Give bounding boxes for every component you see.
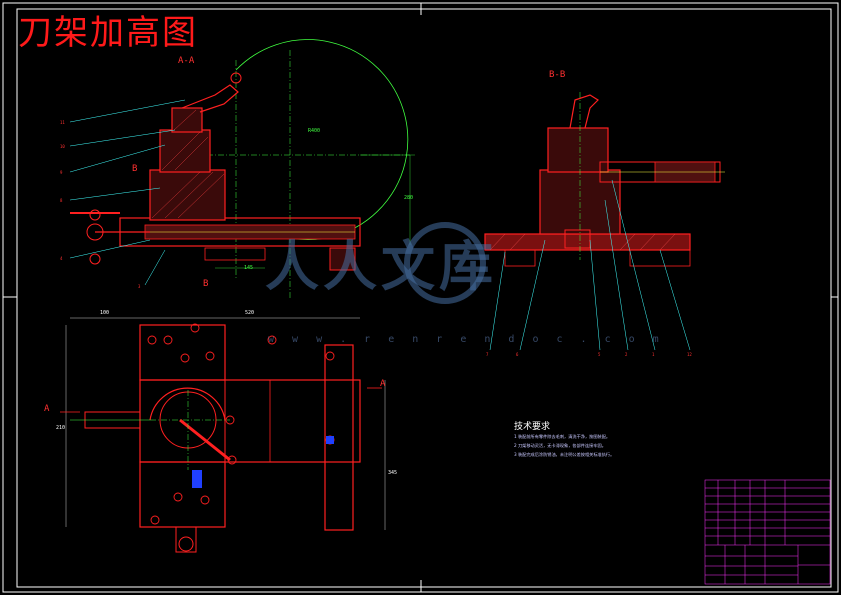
- tech-note: 3 装配完成后涂防锈油，未注明公差按相关标准执行。: [514, 452, 615, 457]
- tech-requirements-notes: 1 装配前所有零件除去毛刺，清洗干净，按图装配。 2 刀架移动灵活，无卡滞现象，…: [514, 434, 646, 461]
- section-marker-a-right: A: [380, 379, 386, 389]
- section-marker-b-top: B: [132, 164, 138, 174]
- svg-text:7: 7: [486, 352, 489, 357]
- tech-note: 1 装配前所有零件除去毛刺，清洗干净，按图装配。: [514, 434, 611, 439]
- svg-text:1: 1: [652, 352, 655, 357]
- dim-520: 520: [245, 310, 255, 316]
- dim-280: 280: [404, 195, 414, 201]
- svg-text:3: 3: [138, 284, 141, 289]
- svg-text:6: 6: [516, 352, 519, 357]
- svg-text:10: 10: [60, 144, 65, 149]
- watermark-logo-text: 人人文库: [265, 235, 497, 298]
- svg-text:5: 5: [598, 352, 601, 357]
- view-b-b: 7 6 5 2 1 12: [484, 92, 725, 357]
- dim-r400: R400: [308, 128, 321, 134]
- watermark-circle: [404, 222, 486, 304]
- tech-note: 2 刀架移动灵活，无卡滞现象，各部件连接牢固。: [514, 443, 606, 448]
- svg-text:8: 8: [60, 198, 63, 203]
- section-label-b-b: B-B: [549, 70, 566, 80]
- svg-text:2: 2: [625, 352, 628, 357]
- section-marker-b-bottom: B: [203, 279, 209, 289]
- title-block: [704, 479, 831, 585]
- svg-text:11: 11: [60, 120, 65, 125]
- view-plan: [60, 317, 386, 553]
- svg-text:12: 12: [687, 352, 692, 357]
- dim-100: 100: [100, 310, 110, 316]
- svg-text:9: 9: [60, 170, 63, 175]
- dim-345: 345: [388, 470, 398, 476]
- dim-210: 210: [56, 425, 66, 431]
- svg-text:4: 4: [60, 256, 63, 261]
- section-label-a-a: A-A: [178, 56, 195, 66]
- dim-145: 145: [244, 265, 254, 271]
- tech-requirements-heading: 技术要求: [514, 422, 551, 432]
- section-marker-a-left: A: [44, 404, 50, 414]
- watermark-url: w w w . r e n r e n d o c . c o m: [268, 334, 665, 345]
- view-a-a: 11 10 9 8 4 3: [60, 39, 415, 300]
- drawing-title: 刀架加高图: [18, 13, 198, 53]
- inner-frame: [16, 8, 832, 588]
